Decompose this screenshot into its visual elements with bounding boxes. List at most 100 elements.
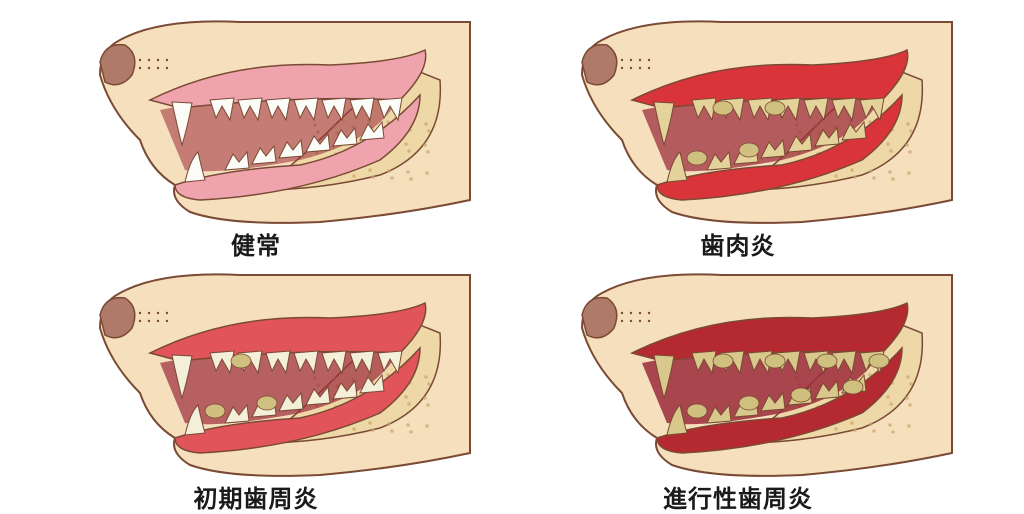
bone-pore [872, 176, 876, 180]
bone-pore [869, 422, 873, 426]
bone-pore [427, 129, 431, 133]
label-gingivitis: 歯肉炎 [700, 232, 776, 260]
upper-tooth [377, 350, 403, 375]
whisker-dot [147, 319, 151, 323]
upper-tooth [859, 97, 885, 122]
tartar-deposit [686, 403, 708, 419]
bone-pore [406, 170, 410, 174]
tartar-deposit [842, 379, 864, 395]
whisker-dot [629, 58, 633, 62]
bone-pore [409, 177, 413, 181]
panel-gingivitis: 歯肉炎 [482, 0, 994, 260]
whisker-dot [147, 311, 151, 315]
upper-tooth [349, 97, 375, 122]
whisker-dot [156, 66, 160, 70]
tartar-deposit [764, 353, 786, 369]
bone-pore [427, 382, 431, 386]
lower-tooth [841, 120, 867, 141]
whisker-dot [147, 58, 151, 62]
bone-pore [423, 143, 427, 147]
tartar-deposit [204, 403, 226, 419]
gingivitis-jaw-illustration [580, 20, 953, 224]
bone-pore [853, 428, 857, 432]
whisker-dot [165, 58, 169, 62]
whisker-dot [638, 58, 642, 62]
upper-tooth [293, 350, 319, 375]
whisker-dot [638, 311, 642, 315]
whisker-dot [156, 311, 160, 315]
label-early-periodontitis: 初期歯周炎 [193, 485, 319, 513]
upper-canine-tooth [171, 101, 193, 147]
tartar-deposit [868, 353, 890, 369]
lower-tooth [224, 403, 250, 424]
bone-pore [407, 402, 411, 406]
upper-gum [629, 301, 909, 362]
label-advanced-periodontitis: 進行性歯周炎 [663, 485, 813, 513]
tartar-deposit [816, 353, 838, 369]
bone-pore [426, 403, 430, 407]
lower-tooth [332, 379, 358, 400]
lower-gum [656, 93, 903, 201]
tartar-deposit [712, 100, 734, 116]
bone-pore [425, 424, 429, 428]
bone-pore [390, 176, 394, 180]
upper-tooth [831, 350, 857, 375]
whisker-dot [620, 58, 624, 62]
whisker-dot [147, 66, 151, 70]
upper-tooth [747, 350, 773, 375]
whisker-dot [638, 66, 642, 70]
upper-tooth [831, 97, 857, 122]
lower-gum [656, 346, 903, 454]
panel-advanced-periodontitis: 進行性歯周炎 [482, 253, 994, 513]
tartar-deposit [256, 395, 278, 411]
nose [99, 43, 136, 86]
bone-pore [888, 170, 892, 174]
upper-tooth [691, 350, 717, 375]
bone-pore [886, 395, 890, 399]
whisker-dot [138, 311, 142, 315]
bone-pore [424, 375, 428, 379]
bone-pore [909, 382, 913, 386]
lower-tooth [359, 120, 385, 141]
bone-pore [889, 149, 893, 153]
upper-gum [147, 48, 427, 109]
bone-pore [889, 402, 893, 406]
upper-canine-tooth [653, 354, 675, 400]
bone-pore [387, 169, 391, 173]
lower-tooth [760, 138, 786, 159]
advanced-periodontitis-jaw-illustration [580, 273, 953, 477]
lower-tooth [305, 385, 331, 406]
whisker-dot [620, 319, 624, 323]
bone-pore [409, 430, 413, 434]
bone-pore [869, 169, 873, 173]
tartar-deposit [686, 150, 708, 166]
whisker-dot [138, 58, 142, 62]
bone-pore [406, 423, 410, 427]
whisker-dot [629, 66, 633, 70]
panel-healthy: 健常 [0, 0, 512, 260]
lower-tooth [224, 150, 250, 171]
bone-pore [868, 373, 872, 377]
lower-tooth [706, 150, 732, 171]
upper-tooth [209, 97, 235, 122]
bone-pore [425, 171, 429, 175]
bone-pore [906, 122, 910, 126]
lower-tooth [814, 379, 840, 400]
upper-tooth [209, 350, 235, 375]
bone-pore [371, 175, 375, 179]
bone-pore [404, 142, 408, 146]
whisker-dot [620, 66, 624, 70]
bone-pore [834, 174, 838, 178]
whisker-dot [165, 319, 169, 323]
whisker-dot [138, 66, 142, 70]
bone-pore [853, 175, 857, 179]
lower-tooth [332, 126, 358, 147]
upper-canine-tooth [653, 101, 675, 147]
upper-gum [629, 48, 909, 109]
whisker-dot [138, 319, 142, 323]
lower-tooth [359, 373, 385, 394]
lower-tooth [305, 132, 331, 153]
upper-tooth [691, 97, 717, 122]
bone-pore [368, 421, 372, 425]
whisker-dot [165, 311, 169, 315]
